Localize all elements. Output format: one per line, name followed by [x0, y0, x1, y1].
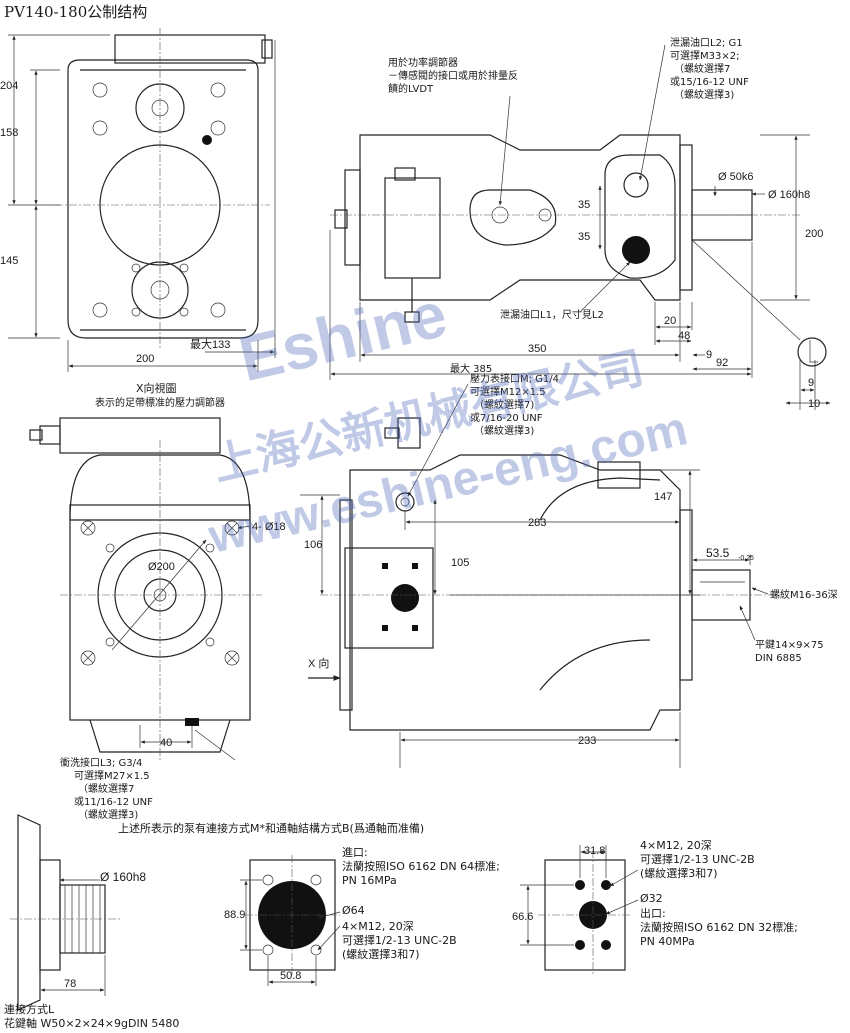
inlet-header-l2: 法蘭按照ISO 6162 DN 64標准;	[342, 859, 500, 873]
note-gauge-m-line2: 可選擇M12×1.5	[470, 385, 546, 398]
inlet-bore-label: Ø64	[342, 904, 365, 917]
top-right-side-view: 用於功率調節器 －傳感閥的接口或用於排量反 饋的LVDT 泄漏油口L2; G1 …	[329, 36, 831, 410]
dim-9-detail: 9	[808, 377, 814, 389]
note-regulator-l2: －傳感閥的接口或用於排量反	[388, 69, 518, 82]
side-x-key-line1: 平鍵14×9×75	[755, 638, 824, 651]
note-flush-l3-line4: 或11/16-12 UNF	[74, 796, 153, 808]
x-view-bolt-4x18: 4- Ø18	[252, 521, 286, 533]
dim-shaft-50k6: Ø 50k6	[718, 171, 753, 183]
front-body-outline	[67, 59, 259, 339]
side-x-dim-283: 283	[528, 517, 546, 529]
note-drain-l1: 泄漏油口L1，尺寸見L2	[500, 308, 604, 321]
drain-port-l1	[622, 236, 650, 264]
note-flush-l3-line2: 可選擇M27×1.5	[74, 769, 150, 782]
x-view: X向視圖 表示的足帶標准的壓力調節器 4- Ø18 Ø200 40 衝洗接	[29, 381, 286, 821]
side-x-dim-233: 233	[578, 735, 596, 747]
dim-pilot-160h8: Ø 160h8	[768, 189, 810, 201]
side-x-dim-535: 53.5	[706, 546, 730, 560]
outlet-flange-view: 31.8 4×M12, 20深 可選擇1/2-13 UNC-2B (螺紋選擇3和…	[512, 839, 798, 975]
dim-48: 48	[678, 330, 690, 342]
spline-shaft-view: Ø 160h8 78 連接方式L 花鍵軸 W50×2×24×9gDIN 5480	[4, 814, 179, 1030]
outlet-thread-l1: 4×M12, 20深	[640, 839, 712, 852]
dim-200-width: 200	[136, 353, 154, 365]
x-view-dim-200: Ø200	[148, 561, 175, 573]
dim-max-385: 最大 385	[450, 362, 492, 375]
side-body-outline	[359, 134, 681, 301]
note-flush-l3-line5: （螺紋選擇3)	[78, 808, 138, 821]
x-view-dim-40: 40	[160, 737, 172, 749]
outlet-header-l3: PN 40MPa	[640, 935, 695, 948]
drawing-title: PV140-180公制结构	[4, 3, 147, 21]
side-x-thread: 螺紋M16-36深	[770, 588, 838, 601]
spline-caption-l2: 花鍵軸 W50×2×24×9gDIN 5480	[4, 1016, 179, 1030]
side-x-dim-106: 106	[304, 539, 322, 551]
inlet-flange-view: 進口: 法蘭按照ISO 6162 DN 64標准; PN 16MPa 88.9 …	[224, 846, 500, 986]
note-drain-l2-line1: 泄漏油口L2; G1	[670, 36, 743, 49]
outlet-header-l2: 法蘭按照ISO 6162 DN 32標准;	[640, 920, 798, 934]
note-gauge-m-line4: 或7/16-20 UNF	[470, 412, 543, 424]
dim-35-lower: 35	[578, 231, 590, 243]
watermark: Eshine 上海公新机械有限公司 www.eshine-eng.com	[203, 278, 692, 564]
x-view-regulator	[59, 417, 221, 454]
outlet-bore	[579, 901, 607, 929]
side-x-port-block	[344, 547, 434, 649]
x-view-caption: 表示的足帶標准的壓力調節器	[95, 396, 225, 409]
side-view-x: 壓力表接口M; G1/4 可選擇M12×1.5 （螺紋選擇7) 或7/16-20…	[300, 372, 838, 768]
dim-145: 145	[0, 255, 18, 267]
outlet-dim-666: 66.6	[512, 911, 533, 923]
dim-20: 20	[664, 315, 676, 327]
dim-35-upper: 35	[578, 199, 590, 211]
inlet-dim-889: 88.9	[224, 909, 245, 921]
inlet-header-l1: 進口:	[342, 846, 368, 859]
note-drain-l2-line3: （螺紋選擇7	[674, 62, 730, 75]
inlet-thread-l3: (螺紋選擇3和7)	[342, 947, 420, 961]
drain-port-l2	[623, 172, 649, 198]
outlet-thread-l3: (螺紋選擇3和7)	[640, 866, 718, 880]
dim-max-133: 最大133	[190, 337, 230, 351]
outlet-bore-label: Ø32	[640, 892, 663, 905]
inlet-thread-l2: 可選擇1/2-13 UNC-2B	[342, 933, 457, 947]
note-flush-l3-line3: （螺紋選擇7	[78, 782, 134, 795]
side-x-dim-147: 147	[654, 491, 672, 503]
side-x-key-line2: DIN 6885	[755, 653, 802, 664]
side-x-dim-105: 105	[451, 557, 469, 569]
dim-10-detail: 10	[808, 398, 820, 410]
spline-dim-78: 78	[64, 978, 76, 990]
outlet-thread-l2: 可選擇1/2-13 UNC-2B	[640, 852, 755, 866]
note-gauge-m-line5: （螺紋選擇3)	[474, 424, 534, 437]
dim-158: 158	[0, 127, 18, 139]
note-drain-l2-line4: 或15/16-12 UNF	[670, 76, 749, 88]
regulator-block	[114, 34, 266, 64]
note-gauge-m-line3: （螺紋選擇7)	[474, 398, 534, 411]
note-regulator-l1: 用於功率調節器	[388, 56, 458, 69]
note-through-shaft: 上述所表示的泵有連接方式M*和通軸結構方式B(爲通軸而准備)	[118, 821, 424, 835]
x-view-title: X向視圖	[136, 381, 177, 395]
side-x-direction: X 向	[308, 656, 329, 670]
note-regulator-l3: 饋的LVDT	[388, 82, 434, 95]
note-drain-l2-line2: 可選擇M33×2;	[670, 49, 739, 62]
watermark-brand: Eshine	[233, 278, 454, 395]
note-gauge-m-line1: 壓力表接口M; G1/4	[470, 372, 559, 385]
dim-200-height: 200	[805, 228, 823, 240]
top-left-front-view: 204 158 145 200 最大133	[0, 28, 276, 372]
side-x-body-outline	[349, 454, 681, 731]
inlet-header-l3: PN 16MPa	[342, 874, 397, 887]
spline-dim-160h8: Ø 160h8	[100, 870, 146, 884]
detail-circle	[797, 337, 827, 367]
outlet-dim-318: 31.8	[584, 845, 605, 857]
inlet-dim-508: 50.8	[280, 970, 301, 982]
spline-caption-l1: 連接方式L	[4, 1002, 55, 1016]
note-drain-l2-line5: （螺紋選擇3)	[674, 88, 734, 101]
dim-9-shaft: 9	[706, 349, 712, 361]
side-x-dim-535-tol: -0.25	[738, 555, 754, 562]
inlet-thread-l1: 4×M12, 20深	[342, 920, 414, 933]
dim-350: 350	[528, 343, 546, 355]
dim-204: 204	[0, 80, 18, 92]
side-regulator	[384, 177, 441, 279]
outlet-header-l1: 出口:	[640, 906, 666, 920]
note-flush-l3-line1: 衝洗接口L3; G3/4	[60, 756, 142, 769]
dim-92: 92	[716, 357, 728, 369]
side-x-port	[391, 584, 419, 612]
